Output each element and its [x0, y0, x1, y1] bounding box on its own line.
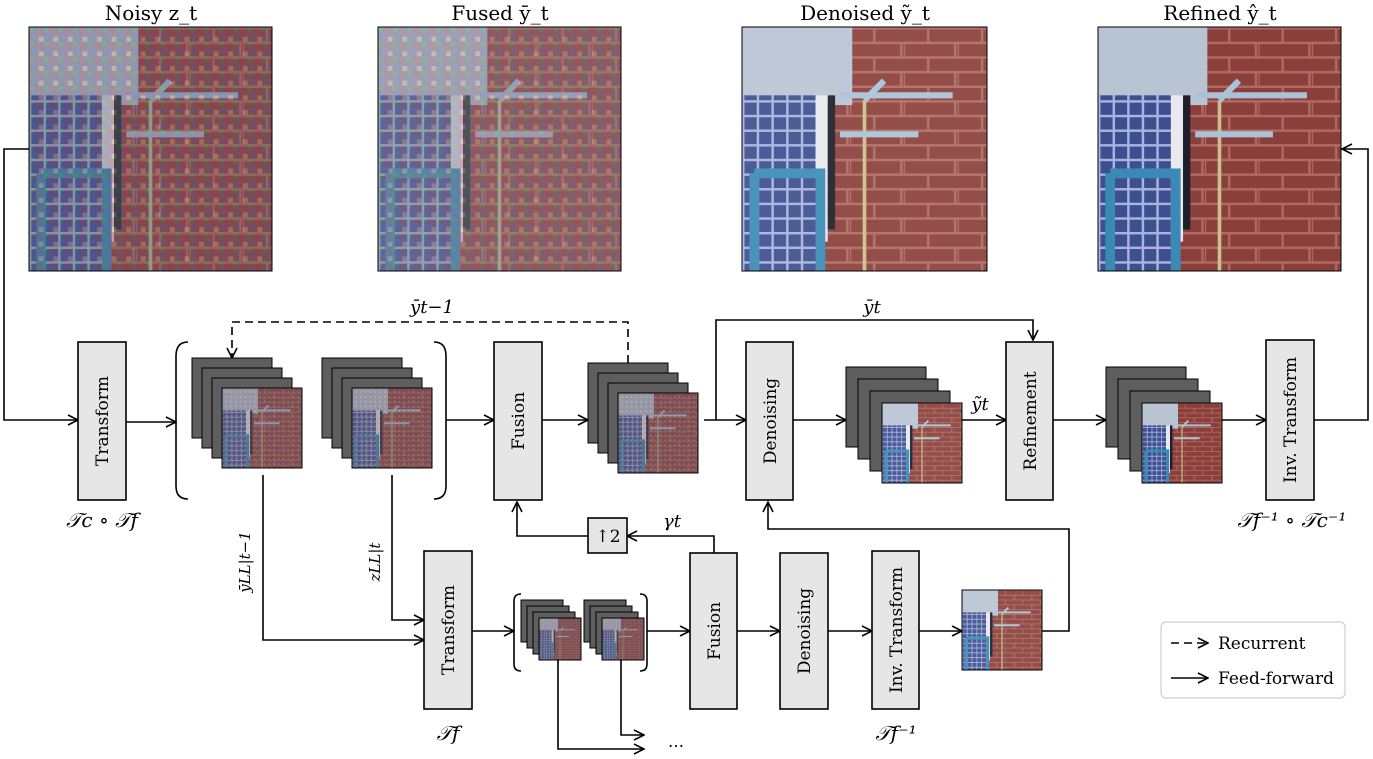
stack-front-image [539, 618, 581, 660]
legend: Recurrent Feed-forward [1160, 621, 1346, 699]
edge-lowres-to-denoising [768, 502, 1070, 632]
stack-denoised [845, 366, 963, 484]
edge-zll-to-transform [391, 475, 424, 620]
svg-text:Transform: Transform [93, 376, 113, 466]
stack-front-border [221, 387, 303, 469]
edge-yll-to-transform [262, 475, 424, 640]
block-fusion-bottom: Fusion [689, 552, 738, 710]
svg-text:Transform: Transform [439, 585, 459, 675]
svg-text:Denoising: Denoising [761, 378, 781, 464]
panel-noisy: Noisy z_t [28, 1, 273, 272]
block-transform-bottom: Transform [423, 550, 473, 710]
panel-refined: Refined ŷ_t [1097, 1, 1342, 272]
legend-feedforward-label: Feed-forward [1218, 669, 1334, 689]
block-denoising-bottom: Denoising [779, 552, 829, 710]
small-buffer-bracket-right [639, 593, 648, 672]
small-buffer-bracket-left [513, 593, 522, 672]
panel-denoised: Denoised ỹ_t [741, 1, 988, 272]
svg-text:Fusion: Fusion [509, 392, 529, 450]
block-upsample: ↑2 [587, 517, 628, 554]
block-fusion-top: Fusion [493, 341, 543, 501]
svg-text:Refinement: Refinement [1021, 371, 1041, 470]
feature-stacks [191, 357, 1223, 661]
buffer-bracket-left [175, 341, 189, 500]
refined-image [1098, 27, 1341, 271]
block-transform-top: Transform [77, 341, 127, 501]
label-gamma: γt [663, 511, 682, 532]
stack-front-border [881, 402, 963, 484]
stack-front-image [602, 618, 644, 660]
block-inv-transform-bottom: Inv. Transform [871, 550, 920, 710]
edge-fused-to-refinement [715, 319, 1033, 420]
edge-recurrent-feedback [232, 321, 629, 363]
edge-recursion-2 [620, 658, 644, 735]
panel-denoised-title: Denoised ỹ_t [800, 1, 930, 25]
stack-front-image [882, 403, 962, 483]
lowres-output-image [962, 590, 1042, 670]
stack-front-border [351, 387, 433, 469]
stack-front-border [538, 617, 582, 661]
stack-front-image [1142, 403, 1222, 483]
stack-front-image [618, 393, 698, 473]
panel-fused-title: Fused ȳ_t [451, 1, 548, 25]
denoised-image [742, 27, 987, 271]
svg-text:Denoising: Denoising [795, 588, 815, 674]
edge-gamma-to-upsample [627, 536, 715, 553]
edge-upsample-to-fusion [517, 502, 588, 537]
stack-front-border [601, 617, 645, 661]
label-y-ll: ȳLL|t−1 [236, 531, 254, 594]
label-y-tilde: ỹt [970, 394, 989, 415]
noisy-image [29, 27, 272, 271]
block-denoising-top: Denoising [745, 341, 794, 501]
svg-text:↑2: ↑2 [595, 527, 620, 547]
stack-front-image [222, 388, 302, 468]
stack-small-b [583, 599, 645, 661]
label-tc-tf: 𝒯c ∘ 𝒯f [66, 508, 141, 532]
svg-text:Inv. Transform: Inv. Transform [1281, 357, 1301, 483]
label-z-ll: zLL|t [366, 542, 384, 583]
label-y-prev: ȳt−1 [409, 297, 454, 318]
block-inv-transform-top: Inv. Transform [1265, 339, 1315, 501]
svg-text:Inv. Transform: Inv. Transform [887, 567, 907, 693]
edge-invtransform-to-refined [1314, 149, 1369, 421]
block-refinement: Refinement [1005, 341, 1054, 501]
fused-image [378, 27, 621, 271]
legend-recurrent-label: Recurrent [1218, 634, 1306, 654]
stack-buffer-b [321, 357, 433, 469]
stack-buffer-a [191, 357, 303, 469]
svg-text:Fusion: Fusion [705, 602, 725, 660]
label-tf-inv: 𝒯f⁻¹ [875, 721, 916, 745]
panel-refined-title: Refined ŷ_t [1163, 1, 1276, 25]
panel-fused: Fused ȳ_t [377, 1, 622, 272]
stack-front-border [1141, 402, 1223, 484]
stack-front-border [617, 392, 699, 474]
buffer-bracket-right [433, 341, 447, 500]
stack-front-image [352, 388, 432, 468]
edge-noisy-to-transform [3, 148, 78, 420]
stack-fused [587, 362, 699, 474]
stack-small-a [520, 599, 582, 661]
recursion-ellipsis: … [668, 732, 684, 751]
label-tf-inv-tc-inv: 𝒯f⁻¹ ∘ 𝒯c⁻¹ [1238, 508, 1347, 532]
edge-recursion-1 [557, 658, 644, 749]
stack-refined [1105, 366, 1223, 484]
label-y-bar: ȳt [862, 297, 881, 318]
panel-noisy-title: Noisy z_t [105, 1, 197, 25]
label-tf: 𝒯f [437, 721, 463, 745]
